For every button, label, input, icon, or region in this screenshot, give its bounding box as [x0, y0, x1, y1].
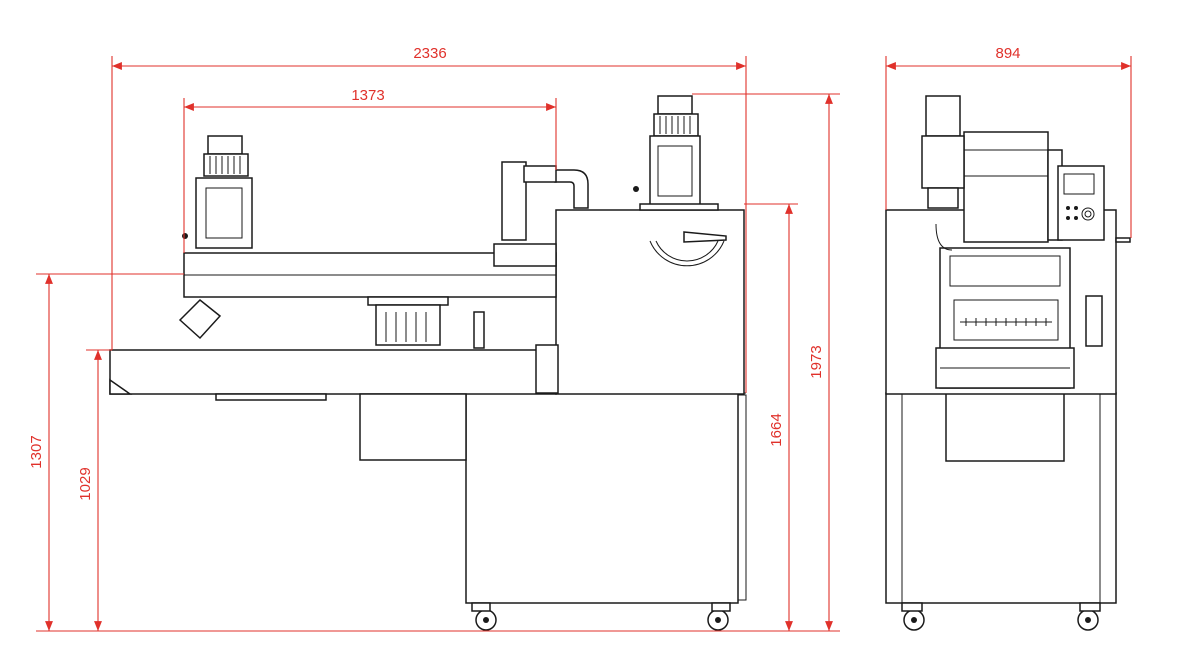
side-view: [885, 95, 1131, 631]
label-cabinet-height: 1664: [768, 413, 785, 446]
front-view: [109, 95, 747, 631]
label-side-width: 894: [995, 45, 1020, 62]
label-conveyor-length: 1373: [351, 87, 384, 104]
label-infeed-height: 1307: [28, 435, 45, 468]
label-outfeed-height: 1029: [77, 467, 94, 500]
dimension-labels: 2336 1373 894 1973 1664 1307 1029: [28, 45, 1021, 501]
label-total-height: 1973: [808, 345, 825, 378]
lower-conveyor: [109, 349, 557, 395]
label-overall-length: 2336: [413, 45, 446, 62]
lower-cabinet: [465, 392, 739, 604]
dimension-lines: [36, 56, 1132, 632]
